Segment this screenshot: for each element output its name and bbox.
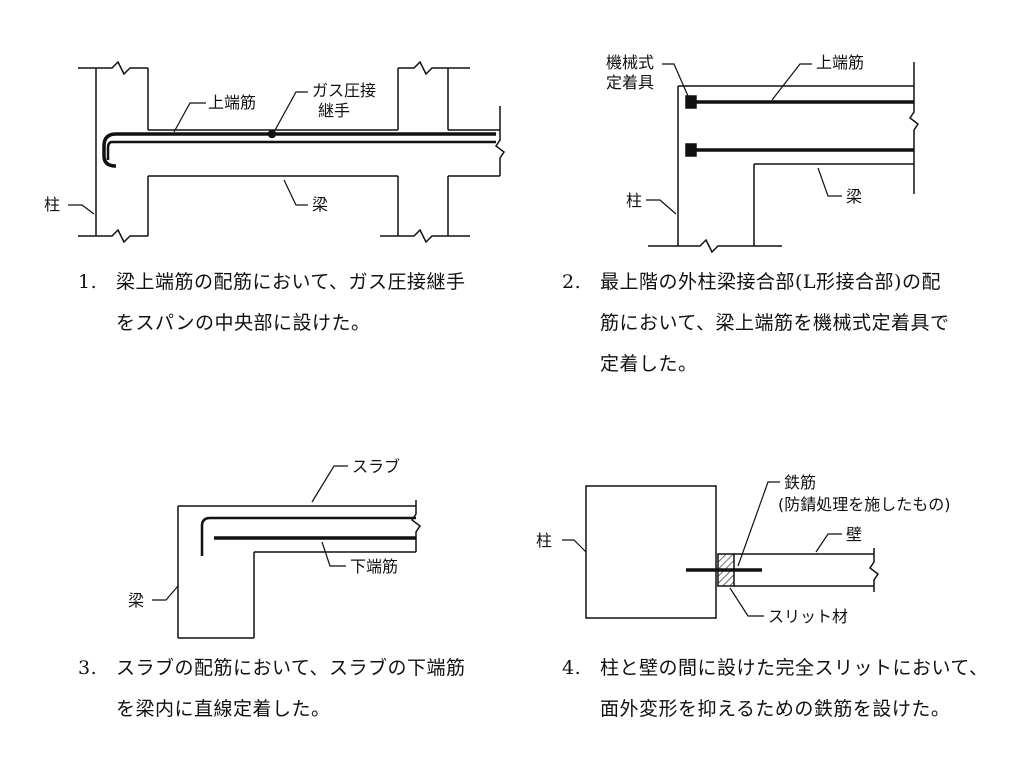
column-square bbox=[585, 485, 717, 619]
figure-1 bbox=[68, 60, 506, 244]
wall-outline bbox=[734, 548, 880, 592]
caption-2-text-1: 最上階の外柱梁接合部(L形接合部)の配 bbox=[600, 271, 941, 293]
fig1-label-column: 柱 bbox=[44, 195, 60, 214]
leader-anchor bbox=[662, 63, 689, 97]
fig3-label-beam: 梁 bbox=[128, 591, 144, 610]
caption-3: 3. スラブの配筋において、スラブの下端筋 を梁内に直線定着した。 bbox=[78, 648, 465, 730]
caption-3-text-1: スラブの配筋において、スラブの下端筋 bbox=[116, 657, 466, 679]
leader-column bbox=[68, 204, 95, 215]
caption-3-number: 3. bbox=[78, 657, 98, 679]
leader-slab bbox=[311, 465, 348, 503]
leader-beam bbox=[283, 179, 308, 206]
caption-1-line-2: をスパンの中央部に設けた。 bbox=[116, 312, 371, 334]
caption-2-line-1: 2. 最上階の外柱梁接合部(L形接合部)の配 bbox=[562, 262, 949, 303]
caption-3-line-1: 3. スラブの配筋において、スラブの下端筋 bbox=[78, 648, 465, 689]
caption-2-line-2: 筋において、梁上端筋を機械式定着具で bbox=[600, 312, 950, 334]
leader-slit bbox=[729, 587, 764, 617]
column-left bbox=[78, 60, 149, 244]
fig2-label-top-bar: 上端筋 bbox=[816, 53, 864, 72]
figure-4 bbox=[562, 481, 880, 619]
gas-weld-joint-icon bbox=[267, 129, 277, 139]
caption-3-line-2: を梁内に直線定着した。 bbox=[116, 698, 331, 720]
figure-2 bbox=[646, 62, 920, 254]
anchor-plate-icon bbox=[685, 143, 697, 157]
caption-4: 4. 柱と壁の間に設けた完全スリットにおいて、 面外変形を抑えるための鉄筋を設けた… bbox=[562, 648, 988, 730]
column-right bbox=[380, 60, 470, 244]
caption-1-number: 1. bbox=[78, 271, 98, 293]
caption-4-line-2: 面外変形を抑えるための鉄筋を設けた。 bbox=[600, 698, 951, 720]
slab-beam-outline bbox=[177, 500, 422, 639]
top-bar bbox=[200, 516, 416, 556]
fig2-label-column: 柱 bbox=[626, 191, 642, 210]
leader-beam bbox=[152, 585, 179, 601]
fig2-label-anchor-2: 定着具 bbox=[606, 73, 654, 92]
leader-column bbox=[562, 539, 587, 553]
fig2-label-anchor-1: 機械式 bbox=[606, 53, 654, 72]
leader-bottom-bar bbox=[321, 541, 346, 567]
caption-1-text-1: 梁上端筋の配筋において、ガス圧接継手 bbox=[116, 271, 466, 293]
leader-wall bbox=[815, 533, 842, 553]
caption-4-line-1: 4. 柱と壁の間に設けた完全スリットにおいて、 bbox=[562, 648, 988, 689]
fig1-label-top-bar: 上端筋 bbox=[208, 93, 256, 112]
leader-column bbox=[646, 199, 677, 215]
caption-1: 1. 梁上端筋の配筋において、ガス圧接継手 をスパンの中央部に設けた。 bbox=[78, 262, 465, 344]
leader-top-bar bbox=[173, 102, 206, 133]
caption-2-line-3: 定着した。 bbox=[600, 353, 698, 375]
caption-1-line-1: 1. 梁上端筋の配筋において、ガス圧接継手 bbox=[78, 262, 465, 303]
caption-4-number: 4. bbox=[562, 657, 582, 679]
fig3-label-slab: スラブ bbox=[352, 457, 400, 476]
figure-3 bbox=[152, 465, 422, 639]
caption-4-text-1: 柱と壁の間に設けた完全スリットにおいて、 bbox=[600, 657, 989, 679]
leader-rebar bbox=[737, 481, 780, 567]
joint-outline bbox=[648, 62, 920, 254]
caption-2-number: 2. bbox=[562, 271, 582, 293]
top-bar bbox=[102, 132, 496, 168]
leader-top-bar bbox=[771, 63, 812, 101]
fig2-label-beam: 梁 bbox=[846, 187, 862, 206]
fig1-label-gas-weld-1: ガス圧接 bbox=[312, 81, 376, 100]
fig4-label-rebar-1: 鉄筋 bbox=[784, 473, 816, 492]
leader-beam bbox=[817, 167, 842, 197]
fig4-label-slit: スリット材 bbox=[768, 607, 848, 626]
fig1-label-beam: 梁 bbox=[312, 195, 328, 214]
fig4-label-rebar-2: (防錆処理を施したもの) bbox=[778, 495, 951, 514]
caption-2: 2. 最上階の外柱梁接合部(L形接合部)の配 筋において、梁上端筋を機械式定着具で… bbox=[562, 262, 949, 385]
fig1-label-gas-weld-2: 継手 bbox=[318, 101, 350, 120]
anchor-plate-icon bbox=[685, 95, 697, 109]
fig4-label-wall: 壁 bbox=[846, 525, 862, 544]
fig4-label-column: 柱 bbox=[536, 531, 552, 550]
leader-gas-weld bbox=[273, 91, 308, 133]
fig3-label-bottom-bar: 下端筋 bbox=[350, 557, 398, 576]
